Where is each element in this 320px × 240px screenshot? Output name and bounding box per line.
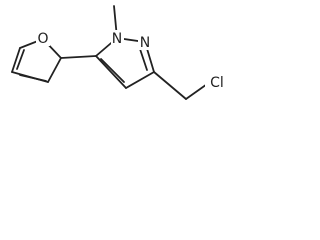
oxygen-atom-label: O (37, 31, 48, 47)
nitrogen-label-bg-2 (138, 34, 152, 50)
nitrogen-label-bg-1 (111, 30, 124, 46)
furan-bond-c3-c4 (47, 57, 62, 83)
furan-bond-c1-c2 (11, 47, 21, 73)
linker-bond (60, 55, 97, 59)
chemical-structure: O N N Cl (11, 5, 229, 100)
chlorine-label-bg (205, 74, 229, 90)
furan-double-bond-inner-left (16, 49, 25, 70)
oxygen-label-bg (36, 30, 50, 46)
furan-double-bond-inner-bottom (19, 74, 47, 82)
nitrogen-atom-label-2: N (140, 35, 150, 51)
nitrogen-atom-label-1: N (112, 31, 122, 47)
pyrazole-double-bond-inner-right (139, 48, 148, 71)
chloromethyl-bond-1 (153, 71, 187, 100)
pyrazole-bond-c4-c5 (95, 55, 127, 89)
chlorine-atom-label: Cl (210, 75, 224, 91)
pyrazole-double-bond-inner-left (100, 58, 125, 83)
pyrazole-bond-c3-c4 (125, 71, 155, 89)
